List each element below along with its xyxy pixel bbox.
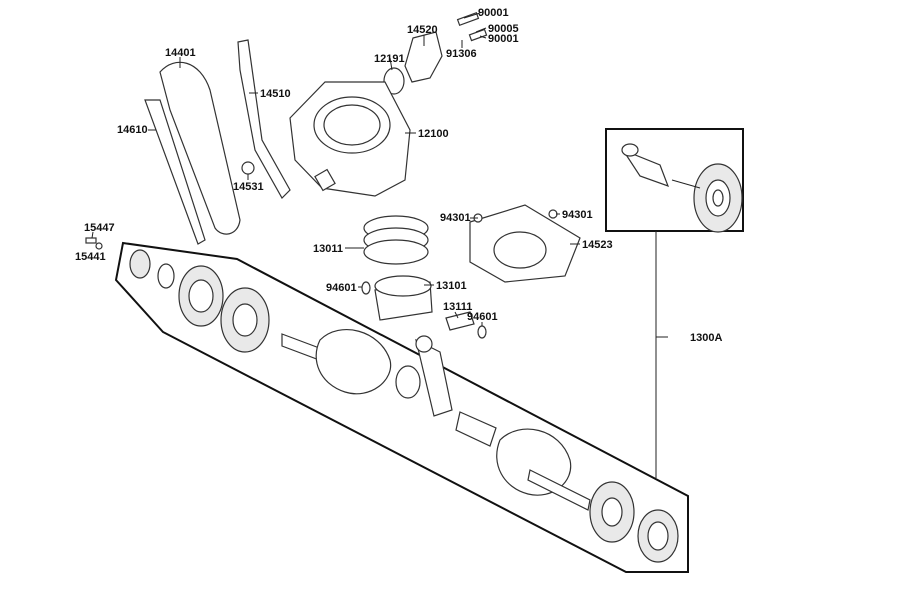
label-13101: 13101 bbox=[436, 280, 467, 292]
cylinder-gasket bbox=[469, 204, 581, 283]
label-94601-a: 94601 bbox=[326, 282, 357, 294]
label-15447: 15447 bbox=[84, 222, 115, 234]
label-15441: 15441 bbox=[75, 251, 106, 263]
label-14523: 14523 bbox=[582, 239, 613, 251]
cam-chain-guides bbox=[144, 39, 291, 245]
inset-shaft-gear bbox=[621, 143, 743, 233]
label-94601-b: 94601 bbox=[467, 311, 498, 323]
cylinder-block bbox=[289, 81, 411, 197]
label-13111: 13111 bbox=[443, 301, 472, 313]
piston bbox=[361, 275, 487, 339]
label-14520: 14520 bbox=[407, 24, 438, 36]
label-94301-b: 94301 bbox=[562, 209, 593, 221]
label-91306: 91306 bbox=[446, 48, 477, 60]
tensioner-parts bbox=[383, 11, 488, 95]
label-90001-a: 90001 bbox=[478, 7, 509, 19]
label-1300A: 1300A bbox=[690, 332, 722, 344]
crankshaft-assembly-outline bbox=[114, 241, 689, 573]
piston-rings bbox=[363, 215, 429, 265]
label-12100: 12100 bbox=[418, 128, 449, 140]
label-13011: 13011 bbox=[313, 243, 343, 255]
small-fasteners bbox=[85, 237, 103, 250]
label-14531: 14531 bbox=[233, 181, 264, 193]
crankshaft-internals bbox=[129, 249, 679, 563]
part-labels: 90001 14520 90005 90001 91306 14401 1219… bbox=[75, 7, 722, 344]
label-94301-a: 94301 bbox=[440, 212, 471, 224]
inset-box-1300A bbox=[605, 128, 744, 232]
leader-lines bbox=[91, 12, 580, 326]
label-90001-b: 90001 bbox=[488, 33, 519, 45]
label-14401: 14401 bbox=[165, 47, 196, 59]
label-12191: 12191 bbox=[374, 53, 405, 65]
label-14610: 14610 bbox=[117, 124, 148, 136]
label-14510: 14510 bbox=[260, 88, 291, 100]
label-90005: 90005 bbox=[488, 23, 519, 35]
